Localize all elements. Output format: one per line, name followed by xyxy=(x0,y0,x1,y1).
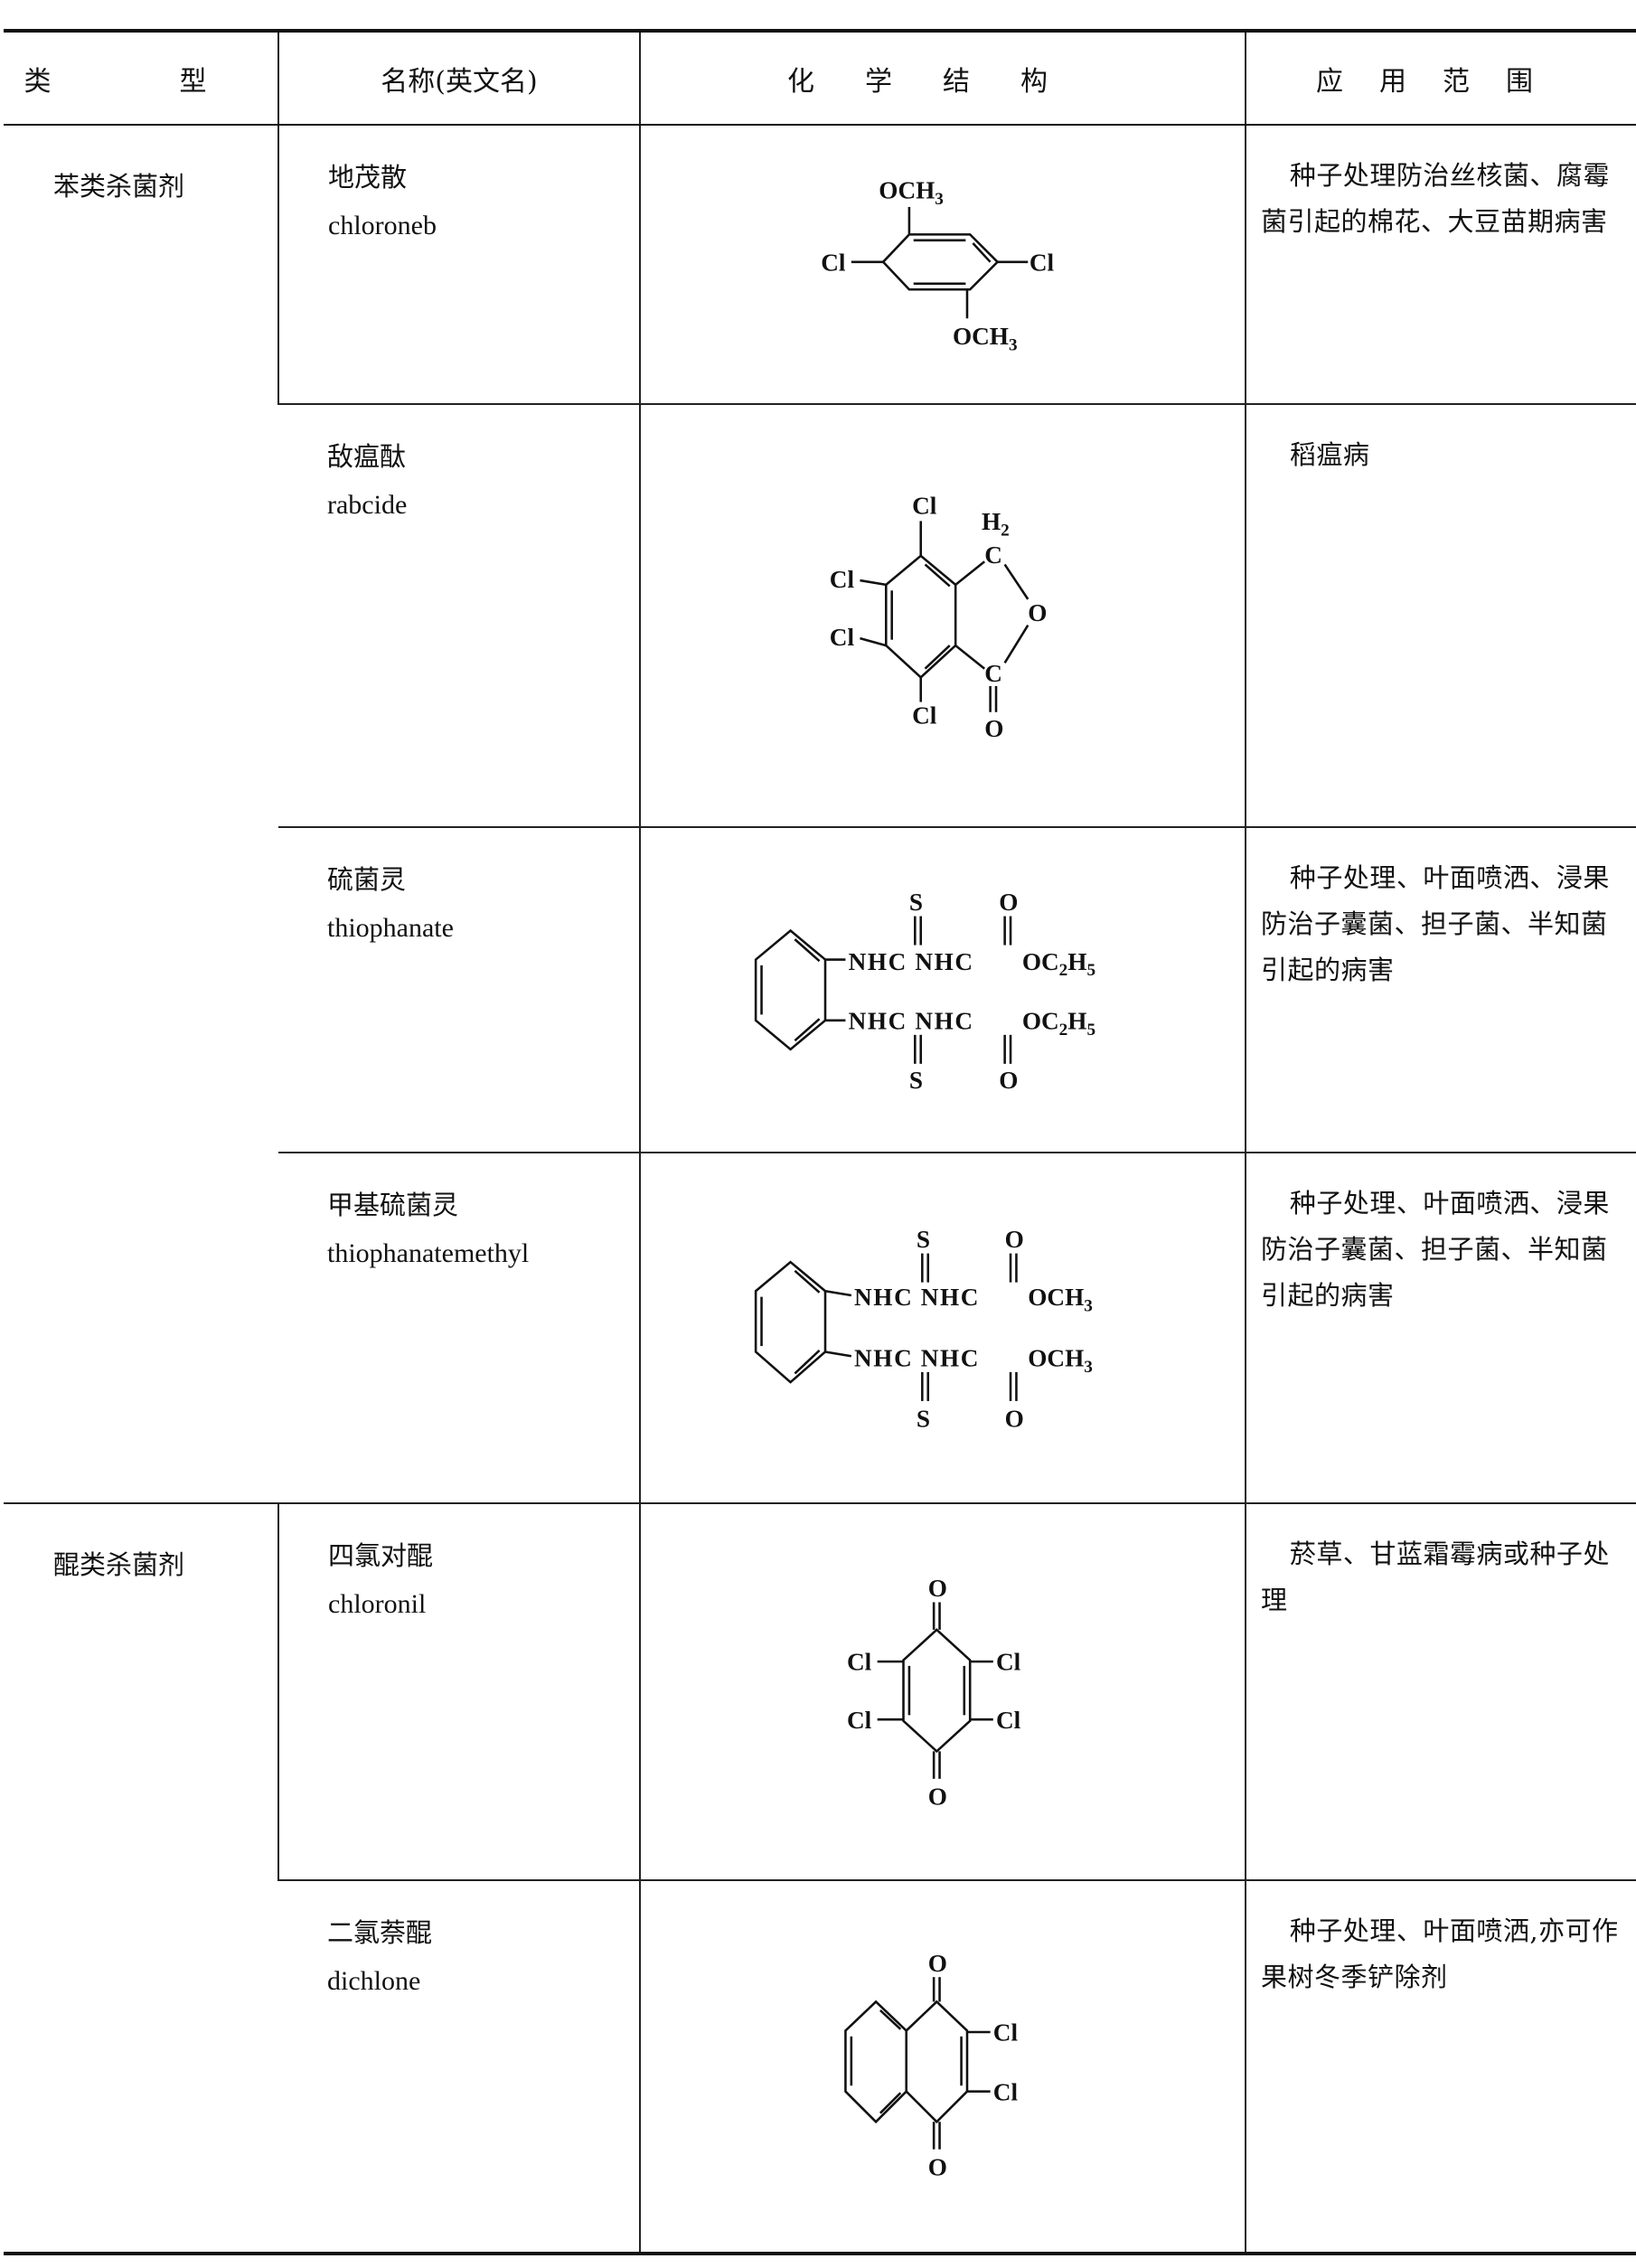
name-cell: 二氯萘醌 dichlone xyxy=(278,1880,640,2255)
fungicide-table: 类 型 名称(英文名) 化学结构 应用范围 苯类杀菌剂 地茂散 chloroneb… xyxy=(4,29,1636,2255)
structure-cell xyxy=(639,404,1246,828)
name-en: thiophanatemethyl xyxy=(327,1238,530,1268)
name-cn: 硫菌灵 xyxy=(327,864,407,895)
structure-cell xyxy=(639,1153,1246,1504)
name-cell: 四氯对醌 chloronil xyxy=(277,1503,640,1881)
name-cn: 敌瘟酞 xyxy=(327,441,407,472)
usage-cell: 种子处理、叶面喷洒,亦可作果树冬季铲除剂 xyxy=(1245,1880,1636,2255)
name-cell: 甲基硫菌灵 thiophanatemethyl xyxy=(278,1153,640,1504)
name-en: rabcide xyxy=(327,490,408,520)
structure-cell xyxy=(639,827,1246,1153)
table-row: 苯类杀菌剂 地茂散 chloroneb 种子处理防治丝核菌、腐霉菌引起的棉花、大豆… xyxy=(4,125,1636,1504)
name-cn: 四氯对醌 xyxy=(328,1540,434,1571)
name-cn: 地茂散 xyxy=(328,162,408,193)
name-en: chloroneb xyxy=(328,211,437,240)
header-row: 类 型 名称(英文名) 化学结构 应用范围 xyxy=(4,29,1636,126)
usage-cell: 稻瘟病 xyxy=(1245,404,1636,828)
usage-cell: 种子处理防治丝核菌、腐霉菌引起的棉花、大豆苗期病害 xyxy=(1245,125,1636,405)
table-row: 硫菌灵 thiophanate 种子处理、叶面喷洒、浸果防治子囊菌、担子菌、半知菌… xyxy=(4,827,1636,1153)
usage-cell: 菸草、甘蓝霜霉病或种子处理 xyxy=(1245,1503,1636,1881)
structure-cell xyxy=(639,1503,1246,1881)
name-en: thiophanate xyxy=(327,913,454,943)
name-cell: 地茂散 chloroneb xyxy=(277,125,640,405)
header-name: 名称(英文名) xyxy=(277,29,640,126)
group-type: 醌类杀菌剂 xyxy=(4,1503,278,2255)
usage-cell: 种子处理、叶面喷洒、浸果防治子囊菌、担子菌、半知菌引起的病害 xyxy=(1245,827,1636,1153)
name-en: chloronil xyxy=(328,1589,427,1619)
name-cell: 硫菌灵 thiophanate xyxy=(278,827,640,1153)
name-cn: 甲基硫菌灵 xyxy=(327,1190,459,1220)
structure-cell xyxy=(639,1880,1246,2255)
header-type: 类 型 xyxy=(4,29,278,126)
name-en: dichlone xyxy=(327,1966,421,1996)
header-structure: 化学结构 xyxy=(639,29,1246,126)
table-row: 二氯萘醌 dichlone 种子处理、叶面喷洒,亦可作果树冬季铲除剂 xyxy=(4,1880,1636,2255)
group-type: 苯类杀菌剂 xyxy=(4,125,278,1504)
table-row: 敌瘟酞 rabcide 稻瘟病 xyxy=(4,404,1636,828)
name-cell: 敌瘟酞 rabcide xyxy=(278,404,640,828)
table-row: 醌类杀菌剂 四氯对醌 chloronil 菸草、甘蓝霜霉病或种子处理 xyxy=(4,1503,1636,2255)
table-row: 甲基硫菌灵 thiophanatemethyl 种子处理、叶面喷洒、浸果防治子囊菌… xyxy=(4,1153,1636,1504)
structure-cell xyxy=(639,125,1246,405)
header-usage: 应用范围 xyxy=(1245,29,1636,126)
name-cn: 二氯萘醌 xyxy=(327,1917,433,1948)
usage-cell: 种子处理、叶面喷洒、浸果防治子囊菌、担子菌、半知菌引起的病害 xyxy=(1245,1153,1636,1504)
